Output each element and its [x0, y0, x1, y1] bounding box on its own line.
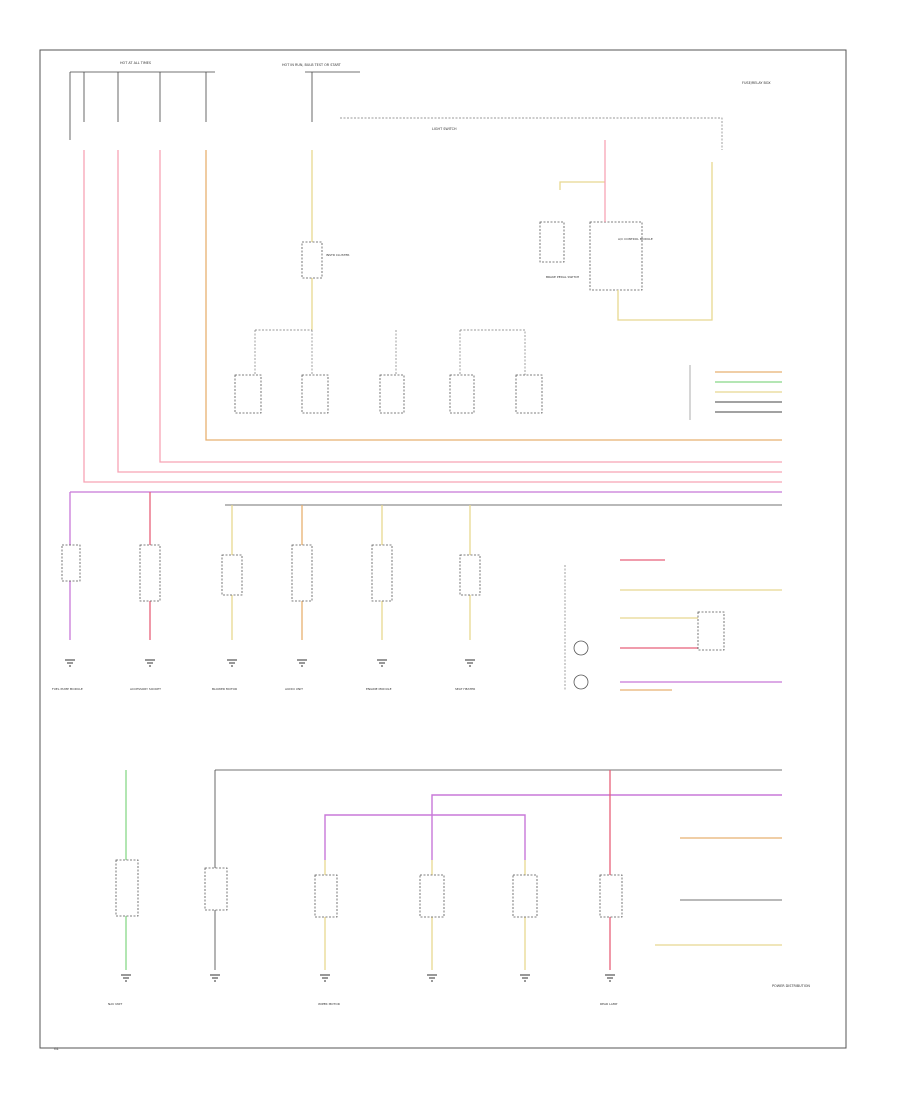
wire-legend — [689, 365, 782, 420]
fuse-group — [69, 72, 313, 140]
diagram-frame — [39, 49, 847, 1049]
lower-violet-2 — [324, 814, 526, 860]
caption-8: SEAT HEATER — [455, 687, 475, 691]
right-middle-block — [564, 559, 782, 691]
caption-5: BLOWER MOTOR — [212, 687, 237, 691]
lower-right-stubs — [655, 837, 782, 946]
page-code: G1 — [54, 1047, 59, 1051]
top-dashed-run — [340, 117, 723, 150]
top-left-group-label: HOT AT ALL TIMES — [120, 61, 151, 65]
middle-row — [61, 492, 481, 640]
wire-orange-main — [205, 150, 782, 441]
wire-pink-2 — [117, 150, 782, 473]
caption-0: INSTR CLUSTER — [326, 253, 349, 257]
wire-yellow-relay — [559, 162, 713, 321]
caption-7: ENGINE MODULE — [366, 687, 392, 691]
wire-pink-1 — [159, 150, 782, 463]
caption-10: WIPER MOTOR — [318, 1002, 340, 1006]
instr-cluster-box — [301, 241, 323, 279]
fuel-pump-box — [539, 221, 565, 263]
lower-violet-1 — [431, 794, 782, 860]
caption-3: FUEL PUMP MODULE — [52, 687, 83, 691]
light-switch-label: LIGHT SWITCH — [432, 127, 457, 131]
caption-1: A/C CONTROL MODULE — [618, 237, 653, 241]
ground-symbols — [65, 659, 615, 982]
footer-code: POWER DISTRIBUTION — [772, 984, 810, 988]
caption-6: AUDIO UNIT — [285, 687, 303, 691]
wire-pink-3 — [83, 150, 782, 483]
caption-9: NAV UNIT — [108, 1002, 122, 1006]
top-center-group-label: HOT IN RUN, BULB TEST OR START — [282, 63, 342, 67]
caption-11: REAR LAMP — [600, 1002, 617, 1006]
caption-2: BRAKE PEDAL SWITCH — [546, 275, 579, 279]
fuse-box-note: FUSE/RELAY BOX — [742, 81, 771, 85]
relay-box — [589, 221, 643, 291]
sub-components — [234, 329, 543, 414]
component-captions: INSTR CLUSTER A/C CONTROL MODULE BRAKE P… — [52, 237, 653, 1006]
caption-4: ACCESSORY SOCKET — [130, 687, 161, 691]
lower-row — [115, 770, 623, 970]
